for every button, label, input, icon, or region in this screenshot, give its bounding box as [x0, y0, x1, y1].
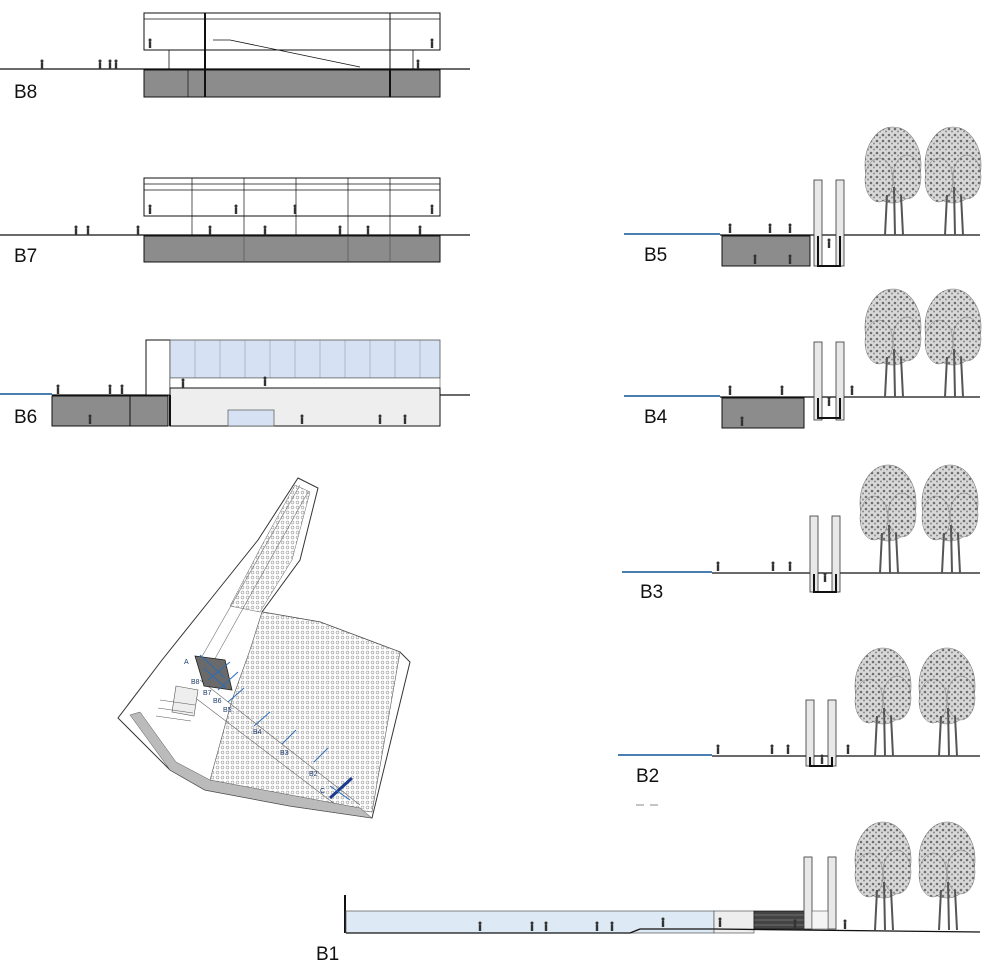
section-b7: B7 — [0, 177, 470, 267]
plan-mark-b4: B4 — [253, 729, 262, 736]
section-label-b5: B5 — [644, 245, 667, 266]
plan-mark-b3: B3 — [280, 750, 289, 757]
plan-mark-b2: B2 — [309, 771, 318, 778]
site-plan: A B8 B7 B6 B5 B4 B3 B2 C — [117, 477, 411, 819]
plan-mark-b6: B6 — [213, 698, 222, 705]
plan-mark-b8: B8 — [191, 679, 200, 686]
plan-mark-a: A — [184, 659, 189, 666]
section-b4: B4 — [624, 288, 982, 429]
section-b2: B2 — [618, 647, 980, 806]
section-b8: B8 — [0, 12, 470, 103]
section-b5: B5 — [624, 126, 982, 267]
section-b6: B6 — [0, 339, 470, 428]
section-label-b2: B2 — [636, 766, 659, 787]
plan-mark-b7: B7 — [203, 690, 212, 697]
section-label-b4: B4 — [644, 407, 668, 428]
section-label-b3: B3 — [640, 582, 663, 603]
section-label-b1: B1 — [316, 944, 339, 965]
section-b3: B3 — [622, 464, 980, 603]
plan-mark-c: C — [320, 788, 325, 795]
plan-mark-b5: B5 — [223, 707, 232, 714]
section-label-b8: B8 — [14, 82, 37, 103]
section-label-b7: B7 — [14, 246, 37, 267]
section-b1: B1 — [316, 821, 981, 965]
section-label-b6: B6 — [14, 407, 37, 428]
